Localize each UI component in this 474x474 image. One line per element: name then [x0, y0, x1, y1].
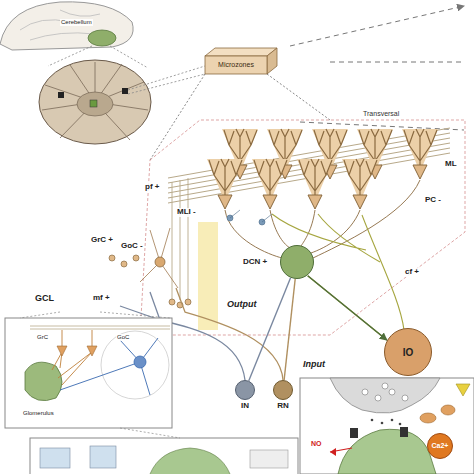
structure-label: Glomerulus — [22, 410, 55, 417]
fiber-label: pf + — [144, 183, 160, 192]
molecule-label: NO — [310, 440, 323, 448]
cell-label: GoC — [116, 334, 130, 341]
connector — [308, 276, 387, 340]
dcn-nucleus: DCN + — [280, 245, 314, 279]
pathway-label: Input — [302, 360, 326, 370]
node-text: IO — [403, 347, 414, 358]
cell-label: GrC + — [90, 236, 114, 245]
cell-label: MLI - — [176, 208, 197, 217]
calcium-ion: Ca2+ — [427, 433, 453, 459]
node-text: Ca2+ — [432, 442, 449, 450]
microzone-block: Microzones — [205, 56, 267, 74]
fiber-label: cf + — [404, 268, 420, 277]
layer-label: GCL — [34, 294, 55, 304]
cell-label: PC - — [424, 196, 442, 205]
red-nucleus: RN — [273, 380, 293, 400]
cell-label: GoC - — [120, 242, 144, 251]
pathway-label: Output — [226, 300, 258, 310]
fiber-label: mf + — [92, 294, 111, 303]
connector — [249, 278, 291, 381]
cell-label: GrC — [36, 334, 49, 341]
region-label: Cerebellum — [60, 19, 93, 26]
axis-label: Transversal — [362, 110, 400, 118]
connector — [308, 276, 387, 340]
layer-label: ML — [444, 160, 458, 169]
node-text: RN — [277, 402, 289, 411]
inferior-olive: IO — [384, 328, 432, 376]
node-text: DCN + — [243, 258, 267, 267]
node-text: Microzones — [218, 61, 254, 69]
node-text: IN — [241, 402, 249, 411]
input-nucleus: IN — [235, 380, 255, 400]
connector — [284, 279, 295, 380]
